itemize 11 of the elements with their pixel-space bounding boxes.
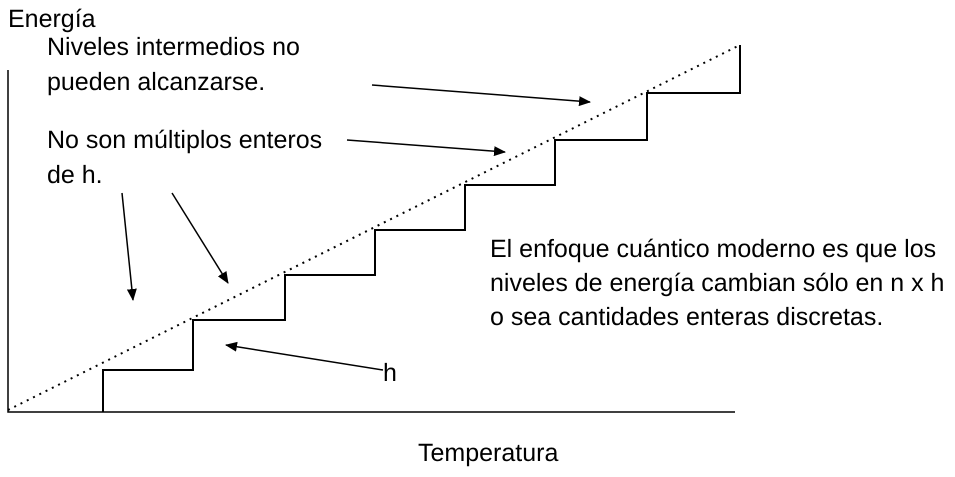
callout-text: No son múltiplos enteros de h. <box>47 125 324 191</box>
arrow <box>372 84 591 106</box>
callout-text: h <box>383 358 398 389</box>
axis-label: Energía <box>8 4 97 35</box>
arrow <box>121 192 137 301</box>
arrow <box>346 139 506 156</box>
arrow <box>225 342 384 371</box>
note-text: El enfoque cuántico moderno es que los niveles de energía cambian sólo en n x h o sea cantidades enteras discretas. <box>490 234 946 333</box>
arrow <box>171 192 229 284</box>
callout-text: Niveles intermedios no pueden alcanzarse. <box>47 32 301 98</box>
axis-label: Temperatura <box>418 438 560 469</box>
